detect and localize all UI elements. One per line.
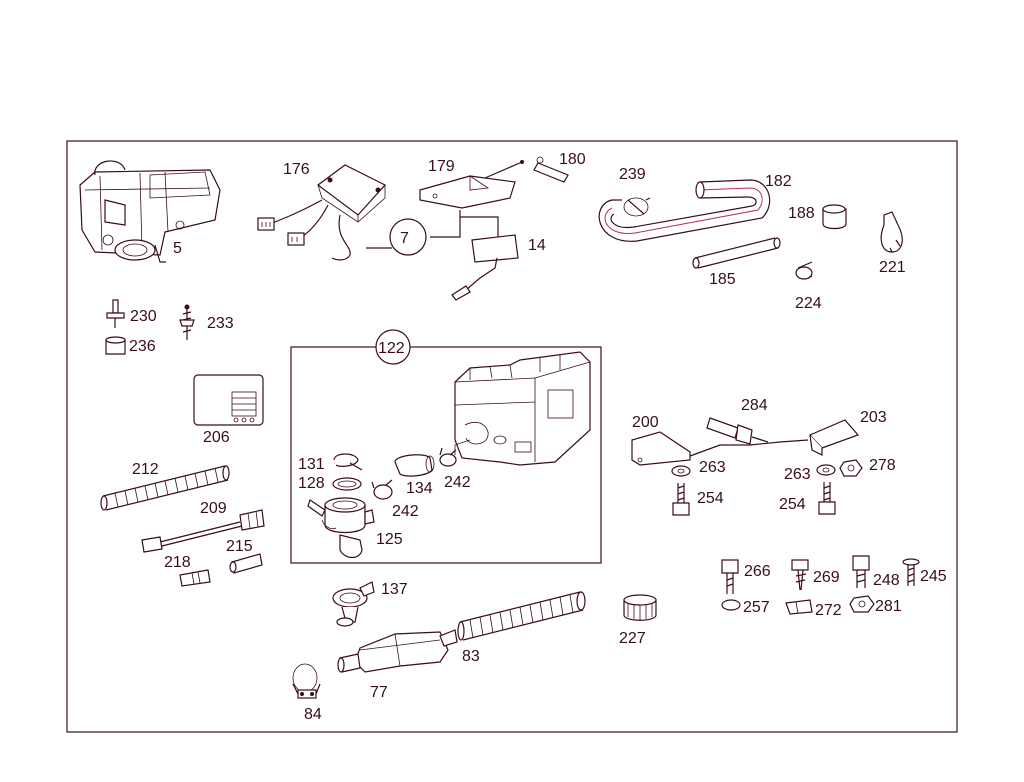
part-128-seal-ring[interactable]	[332, 477, 362, 491]
label-227: 227	[619, 630, 646, 647]
part-179-timer[interactable]	[419, 160, 524, 209]
label-278: 278	[869, 457, 896, 474]
label-212: 212	[132, 461, 159, 478]
part-134-elbow[interactable]	[394, 454, 435, 477]
part-212-corrugated-tube[interactable]	[100, 465, 230, 511]
part-200-bracket[interactable]	[631, 431, 809, 466]
label-200: 200	[632, 414, 659, 431]
part-218-connector[interactable]	[179, 569, 211, 587]
part-227-sleeve[interactable]	[623, 594, 657, 621]
part-203-bracket[interactable]	[808, 419, 860, 456]
part-263a-washer[interactable]	[671, 465, 691, 477]
label-269: 269	[813, 569, 840, 586]
label-180: 180	[559, 151, 586, 168]
part-230-stud[interactable]	[106, 299, 125, 328]
label-233: 233	[207, 315, 234, 332]
label-236: 236	[129, 338, 156, 355]
part-266-bolt[interactable]	[721, 559, 739, 594]
label-83: 83	[462, 648, 480, 665]
part-137-fitting[interactable]	[332, 581, 375, 627]
label-281: 281	[875, 598, 902, 615]
part-278-nut[interactable]	[839, 459, 863, 477]
label-137: 137	[381, 581, 408, 598]
label-245: 245	[920, 568, 947, 585]
part-125-pump[interactable]	[307, 497, 375, 559]
label-263a: 263	[699, 459, 726, 476]
part-221-pipe-clip[interactable]	[880, 211, 903, 253]
part-84-exhaust-clamp[interactable]	[292, 663, 321, 699]
part-245-screw[interactable]	[902, 558, 920, 586]
part-239-hose-clamp[interactable]	[623, 197, 651, 217]
group-box-122	[290, 346, 602, 564]
part-224-clamp[interactable]	[795, 261, 813, 280]
part-269-screw[interactable]	[791, 559, 809, 591]
part-263b-washer[interactable]	[816, 464, 836, 476]
label-182: 182	[765, 173, 792, 190]
part-182-hose[interactable]	[598, 179, 771, 242]
label-215: 215	[226, 538, 253, 555]
label-185: 185	[709, 271, 736, 288]
label-203: 203	[860, 409, 887, 426]
callout-7-label: 7	[400, 230, 409, 247]
part-248-bolt[interactable]	[852, 555, 870, 588]
label-230: 230	[130, 308, 157, 325]
part-131-clip[interactable]	[333, 453, 363, 471]
part-122-heater-unit[interactable]	[454, 351, 591, 466]
label-84: 84	[304, 706, 322, 723]
part-209-cable[interactable]	[141, 509, 265, 553]
label-125: 125	[376, 531, 403, 548]
label-284: 284	[741, 397, 768, 414]
part-206-label-plate[interactable]	[193, 374, 264, 426]
label-242b: 242	[392, 503, 419, 520]
part-215-sleeve[interactable]	[229, 553, 263, 574]
part-83-flex-exhaust[interactable]	[457, 591, 586, 641]
part-185-pipe[interactable]	[692, 237, 781, 269]
part-284-glow-plug[interactable]	[706, 417, 769, 445]
part-236-nut[interactable]	[105, 336, 126, 355]
part-272-clip[interactable]	[785, 599, 813, 615]
label-179: 179	[428, 158, 455, 175]
callout-7-circle[interactable]	[389, 218, 427, 256]
diagram-border	[66, 140, 958, 733]
label-176: 176	[283, 161, 310, 178]
label-239: 239	[619, 166, 646, 183]
label-248: 248	[873, 572, 900, 589]
label-257: 257	[743, 599, 770, 616]
label-188: 188	[788, 205, 815, 222]
label-266: 266	[744, 563, 771, 580]
part-242a-clamp[interactable]	[439, 447, 457, 467]
label-272: 272	[815, 602, 842, 619]
callout-122-label: 122	[378, 340, 405, 357]
part-188-sleeve[interactable]	[822, 204, 847, 230]
label-218: 218	[164, 554, 191, 571]
part-254a-bolt[interactable]	[672, 483, 690, 516]
part-242b-clamp[interactable]	[371, 479, 393, 500]
part-14-sensor[interactable]	[451, 234, 519, 301]
callout-122-circle[interactable]	[375, 329, 411, 365]
label-254b: 254	[779, 496, 806, 513]
part-254b-bolt[interactable]	[818, 482, 836, 515]
label-134: 134	[406, 480, 433, 497]
label-224: 224	[795, 295, 822, 312]
label-128: 128	[298, 475, 325, 492]
label-77: 77	[370, 684, 388, 701]
part-180-fuse[interactable]	[533, 156, 569, 183]
label-263b: 263	[784, 466, 811, 483]
part-77-silencer[interactable]	[337, 629, 458, 673]
part-5-heater-assembly[interactable]	[79, 160, 221, 263]
part-257-washer[interactable]	[721, 599, 741, 611]
label-221: 221	[879, 259, 906, 276]
part-176-control-unit[interactable]	[257, 164, 386, 261]
label-5: 5	[173, 240, 182, 257]
callout-7-leaders	[366, 210, 499, 249]
label-254a: 254	[697, 490, 724, 507]
part-281-nut[interactable]	[849, 595, 875, 613]
part-233-screw[interactable]	[179, 304, 195, 340]
label-14: 14	[528, 237, 546, 254]
label-242a: 242	[444, 474, 471, 491]
label-209: 209	[200, 500, 227, 517]
label-131: 131	[298, 456, 325, 473]
label-206: 206	[203, 429, 230, 446]
